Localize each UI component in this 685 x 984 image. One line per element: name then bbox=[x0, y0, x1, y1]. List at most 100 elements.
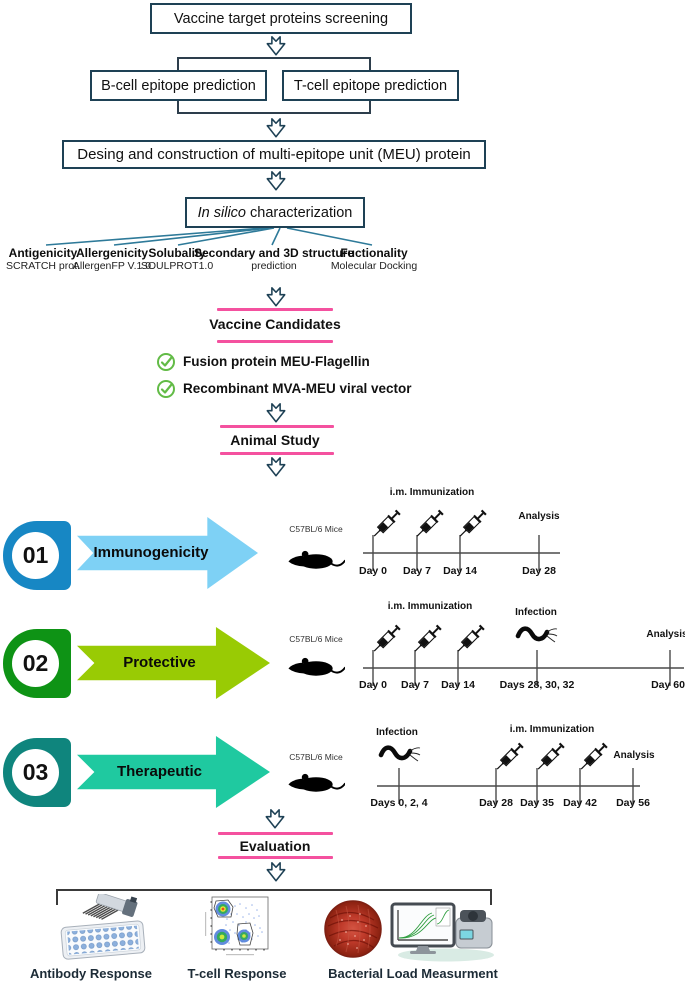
method-allergenicity: Allergenicity bbox=[75, 246, 149, 260]
study-02-analysis-label: Analysis bbox=[646, 629, 685, 640]
study-03-arrow: Therapeutic efficacy bbox=[77, 736, 270, 808]
study-03-badge: 03 bbox=[3, 738, 71, 807]
study-02-day: Day 7 bbox=[400, 679, 430, 691]
mouse-icon bbox=[287, 768, 345, 798]
study-01-analysis-label: Analysis bbox=[518, 511, 560, 522]
petri-dish-icon bbox=[324, 900, 382, 958]
method-functionality-tool: Molecular Docking bbox=[330, 260, 418, 272]
bacteria-icon bbox=[381, 748, 420, 761]
study-02-arrow: Protective efficacy bbox=[77, 627, 270, 699]
antibody-response-label: Antibody Response bbox=[29, 966, 153, 981]
check-icon bbox=[156, 379, 176, 399]
method-functionality: Fuctionality bbox=[340, 246, 408, 260]
pink-divider bbox=[218, 832, 333, 835]
study-03-immunization-label: i.m. Immunization bbox=[509, 724, 595, 735]
mouse-strain-label: C57BL/6 Mice bbox=[289, 634, 343, 644]
down-arrow-icon bbox=[263, 170, 289, 192]
method-solubility-tool: SOULPROT1.0 bbox=[140, 260, 214, 272]
study-01-day: Day 7 bbox=[402, 565, 432, 577]
mouse-icon bbox=[287, 652, 345, 682]
syringe-icon bbox=[534, 740, 567, 774]
method-structure: Secondary and 3D structure bbox=[193, 246, 355, 260]
candidate-mva-vector: Recombinant MVA-MEU viral vector bbox=[183, 381, 412, 396]
study-03-day: Day 42 bbox=[563, 797, 597, 809]
study-02-day: Days 28, 30, 32 bbox=[499, 679, 575, 691]
computer-monitor-icon bbox=[390, 902, 456, 954]
vaccine-candidates-title: Vaccine Candidates bbox=[209, 316, 341, 332]
syringe-icon bbox=[370, 622, 403, 656]
study-01-day: Day 28 bbox=[522, 565, 556, 577]
bacteria-icon bbox=[518, 629, 557, 642]
down-arrow-icon bbox=[263, 35, 289, 57]
study-02-infection-label: Infection bbox=[515, 607, 557, 618]
study-02-day: Day 60 bbox=[651, 679, 685, 691]
syringe-icon bbox=[454, 622, 487, 656]
study-01-immunization-label: i.m. Immunization bbox=[389, 487, 475, 498]
study-01-number: 01 bbox=[12, 532, 59, 579]
syringe-icon bbox=[370, 507, 403, 541]
study-02-number: 02 bbox=[12, 640, 59, 687]
check-icon bbox=[156, 352, 176, 372]
gate-outline bbox=[236, 922, 254, 946]
study-01-arrow: Immunogenicity bbox=[77, 517, 258, 589]
evaluation-title: Evaluation bbox=[239, 838, 311, 854]
down-arrow-icon bbox=[262, 808, 288, 830]
step-tcell-box: T-cell epitope prediction bbox=[282, 70, 459, 101]
down-arrow-icon bbox=[263, 286, 289, 308]
syringe-icon bbox=[456, 507, 489, 541]
animal-study-title: Animal Study bbox=[230, 432, 320, 448]
candidate-fusion-protein: Fusion protein MEU-Flagellin bbox=[183, 354, 370, 369]
pipette-icon bbox=[82, 894, 138, 920]
pink-divider bbox=[220, 452, 334, 455]
study-02-day: Day 14 bbox=[441, 679, 475, 691]
study-03-day: Day 35 bbox=[520, 797, 554, 809]
method-fan-lines bbox=[45, 227, 373, 246]
study-03-number: 03 bbox=[12, 749, 59, 796]
down-arrow-icon bbox=[263, 402, 289, 424]
step-bcell-box: B-cell epitope prediction bbox=[90, 70, 267, 101]
microplate-icon bbox=[60, 894, 146, 960]
study-01-badge: 01 bbox=[3, 521, 71, 590]
study-01-label: Immunogenicity bbox=[93, 544, 209, 561]
bacterial-load-icons bbox=[324, 900, 494, 962]
flow-cytometry-plot bbox=[205, 896, 269, 956]
pink-divider bbox=[217, 308, 333, 311]
step-design-box: Desing and construction of multi-epitope… bbox=[62, 140, 486, 169]
study-03-label: Therapeutic efficacy bbox=[116, 763, 203, 852]
method-solubility: Solubality bbox=[148, 246, 206, 260]
evaluation-bracket bbox=[56, 889, 492, 905]
study-02-badge: 02 bbox=[3, 629, 71, 698]
step-insilico-box: In silico characterization bbox=[185, 197, 365, 228]
method-antigenicity: Antigenicity bbox=[8, 246, 78, 260]
study-03-day: Days 0, 2, 4 bbox=[370, 797, 428, 809]
density-blobs bbox=[214, 901, 251, 945]
study-02-day: Day 0 bbox=[358, 679, 388, 691]
study-03-day: Day 28 bbox=[479, 797, 513, 809]
study-03-timeline bbox=[377, 740, 640, 804]
gate-outline bbox=[213, 899, 234, 918]
mouse-icon bbox=[287, 545, 345, 575]
syringe-icon bbox=[413, 507, 446, 541]
study-02-immunization-label: i.m. Immunization bbox=[387, 601, 473, 612]
study-02-timeline bbox=[363, 622, 684, 686]
mouse-strain-label: C57BL/6 Mice bbox=[289, 524, 343, 534]
thermocycler-icon bbox=[455, 910, 493, 949]
study-03-infection-label: Infection bbox=[376, 727, 418, 738]
syringe-icon bbox=[411, 622, 444, 656]
mouse-strain-label: C57BL/6 Mice bbox=[289, 752, 343, 762]
insilico-label: In silico characterization bbox=[197, 204, 353, 221]
pink-divider bbox=[220, 425, 334, 428]
down-arrow-icon bbox=[263, 456, 289, 478]
study-02-label: Protective efficacy bbox=[123, 654, 196, 743]
method-antigenicity-tool: SCRATCH prot. bbox=[6, 260, 80, 272]
down-arrow-icon bbox=[263, 861, 289, 883]
pink-divider bbox=[218, 856, 333, 859]
down-arrow-icon bbox=[263, 117, 289, 139]
study-03-analysis-label: Analysis bbox=[613, 750, 655, 761]
study-01-timeline bbox=[363, 507, 560, 571]
step-screening-box: Vaccine target proteins screening bbox=[150, 3, 412, 34]
bacterial-load-label: Bacterial Load Measurment bbox=[328, 966, 498, 981]
method-structure-tool: prediction bbox=[251, 260, 297, 272]
method-allergenicity-tool: AllergenFP V.1.0 bbox=[72, 260, 152, 272]
